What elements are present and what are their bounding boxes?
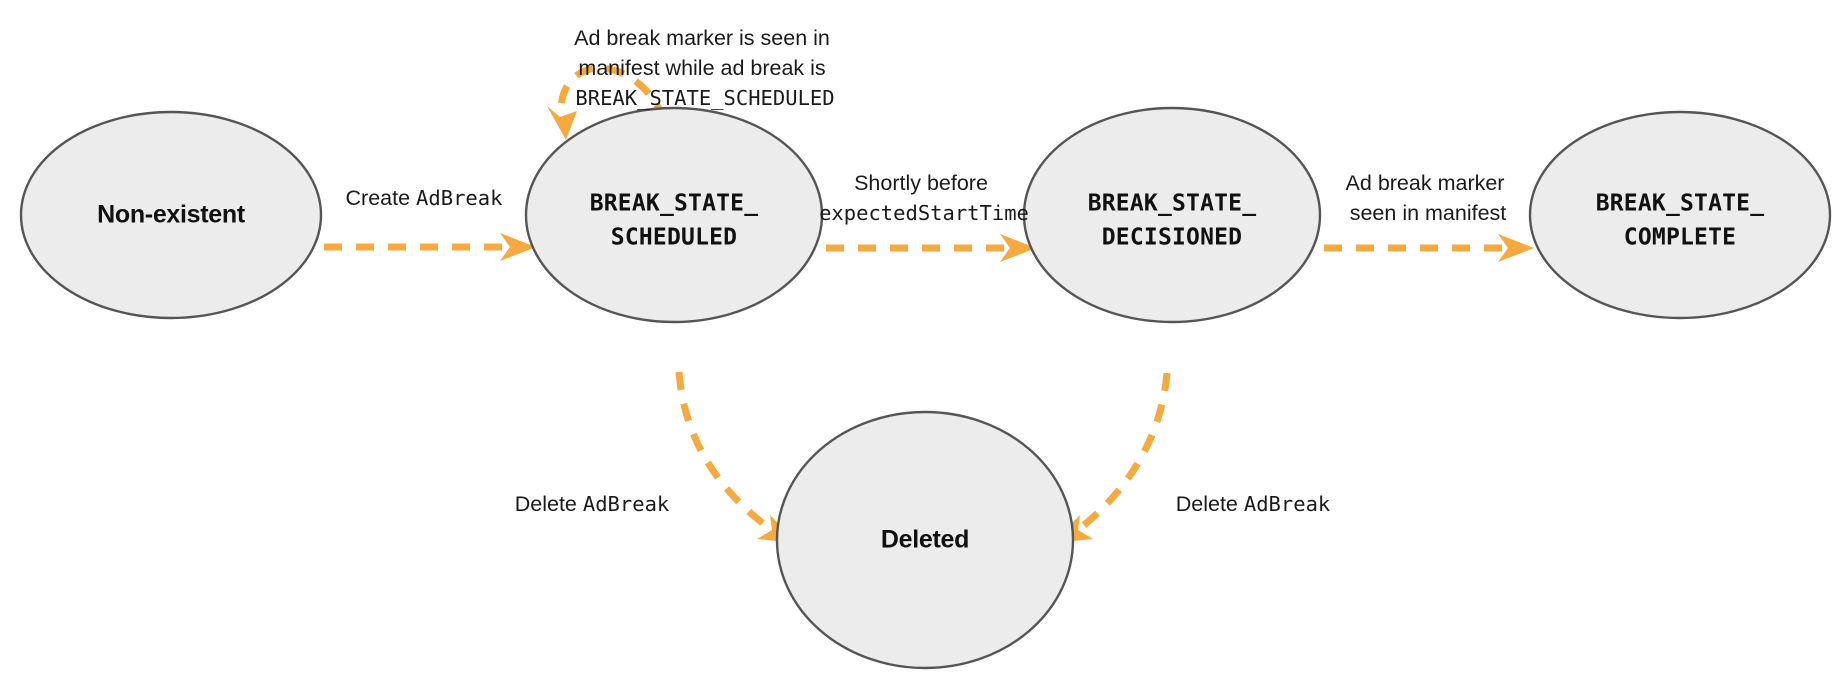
node-break-state-scheduled-shape[interactable] — [524, 106, 824, 324]
node-break-state-complete[interactable]: BREAK_STATE_ COMPLETE — [1528, 110, 1832, 320]
edge-shortly-before-expected-start-time-arrowhead — [1000, 234, 1036, 262]
node-non-existent-label: Non-existent — [97, 201, 246, 229]
node-deleted[interactable]: Deleted — [775, 410, 1075, 670]
node-break-state-scheduled-label-line2: SCHEDULED — [611, 225, 737, 251]
nodes-layer: Non-existent BREAK_STATE_ SCHEDULED BREA… — [19, 106, 1832, 670]
node-deleted-shape[interactable] — [775, 410, 1075, 670]
node-non-existent-shape[interactable] — [19, 110, 323, 320]
node-break-state-decisioned-label-line2: DECISIONED — [1102, 225, 1242, 251]
edge-labels-layer: Create AdBreak Ad break marker is seen i… — [346, 26, 1511, 516]
edge-label-scheduled-self-loop-line3: BREAK_STATE_SCHEDULED — [575, 86, 834, 110]
edge-delete-adbreak-from-scheduled-path — [675, 371, 775, 533]
edge-create-adbreak — [324, 233, 536, 261]
node-break-state-decisioned-label-line1: BREAK_STATE_ — [1088, 191, 1257, 217]
edge-label-delete-adbreak-from-scheduled: Delete AdBreak — [515, 492, 670, 516]
edge-label-delete-decisioned-part2: AdBreak — [1244, 492, 1331, 516]
edge-label-delete-decisioned-part1: Delete — [1176, 492, 1244, 516]
node-break-state-complete-label-line1: BREAK_STATE_ — [1596, 191, 1765, 217]
node-break-state-decisioned[interactable]: BREAK_STATE_ DECISIONED — [1022, 106, 1322, 324]
edge-label-shortly-before-expected-start-time: Shortly before expectedStartTime — [819, 171, 1029, 225]
edge-delete-adbreak-from-decisioned-path — [1075, 372, 1171, 533]
node-break-state-complete-label-line2: COMPLETE — [1624, 225, 1736, 251]
node-break-state-scheduled-label-line1: BREAK_STATE_ — [590, 191, 759, 217]
node-break-state-complete-shape[interactable] — [1528, 110, 1832, 320]
edge-label-delete-scheduled-part1: Delete — [515, 492, 583, 516]
edge-ad-break-marker-seen-in-manifest — [1324, 234, 1534, 262]
node-deleted-label: Deleted — [881, 526, 969, 554]
edge-label-create-adbreak: Create AdBreak — [346, 186, 504, 210]
edge-label-create-adbreak-part1: Create — [346, 186, 417, 210]
edge-label-shortly-before-line1: Shortly before — [854, 171, 988, 195]
edge-ad-break-marker-seen-in-manifest-arrowhead — [1498, 234, 1534, 262]
edge-scheduled-self-loop-path — [557, 64, 669, 123]
edge-label-marker-seen-line1: Ad break marker — [1346, 171, 1505, 195]
edge-label-shortly-before-line2: expectedStartTime — [819, 201, 1029, 225]
edge-create-adbreak-arrowhead — [500, 233, 536, 261]
edge-label-scheduled-self-loop: Ad break marker is seen in manifest whil… — [574, 26, 836, 110]
node-break-state-scheduled[interactable]: BREAK_STATE_ SCHEDULED — [524, 106, 824, 324]
node-break-state-decisioned-shape[interactable] — [1022, 106, 1322, 324]
edge-scheduled-self-loop-arrowhead — [547, 106, 577, 140]
edge-label-create-adbreak-part2: AdBreak — [416, 186, 503, 210]
edge-shortly-before-expected-start-time — [826, 234, 1036, 262]
edge-scheduled-self-loop — [547, 64, 669, 140]
edge-label-ad-break-marker-seen-in-manifest: Ad break marker seen in manifest — [1346, 171, 1511, 225]
edge-label-marker-seen-line2: seen in manifest — [1350, 201, 1507, 225]
edge-label-delete-scheduled-part2: AdBreak — [583, 492, 670, 516]
edge-label-scheduled-self-loop-line2: manifest while ad break is — [578, 56, 825, 80]
edge-label-scheduled-self-loop-line1: Ad break marker is seen in — [574, 26, 830, 50]
node-non-existent[interactable]: Non-existent — [19, 110, 323, 320]
edge-label-delete-adbreak-from-decisioned: Delete AdBreak — [1176, 492, 1331, 516]
